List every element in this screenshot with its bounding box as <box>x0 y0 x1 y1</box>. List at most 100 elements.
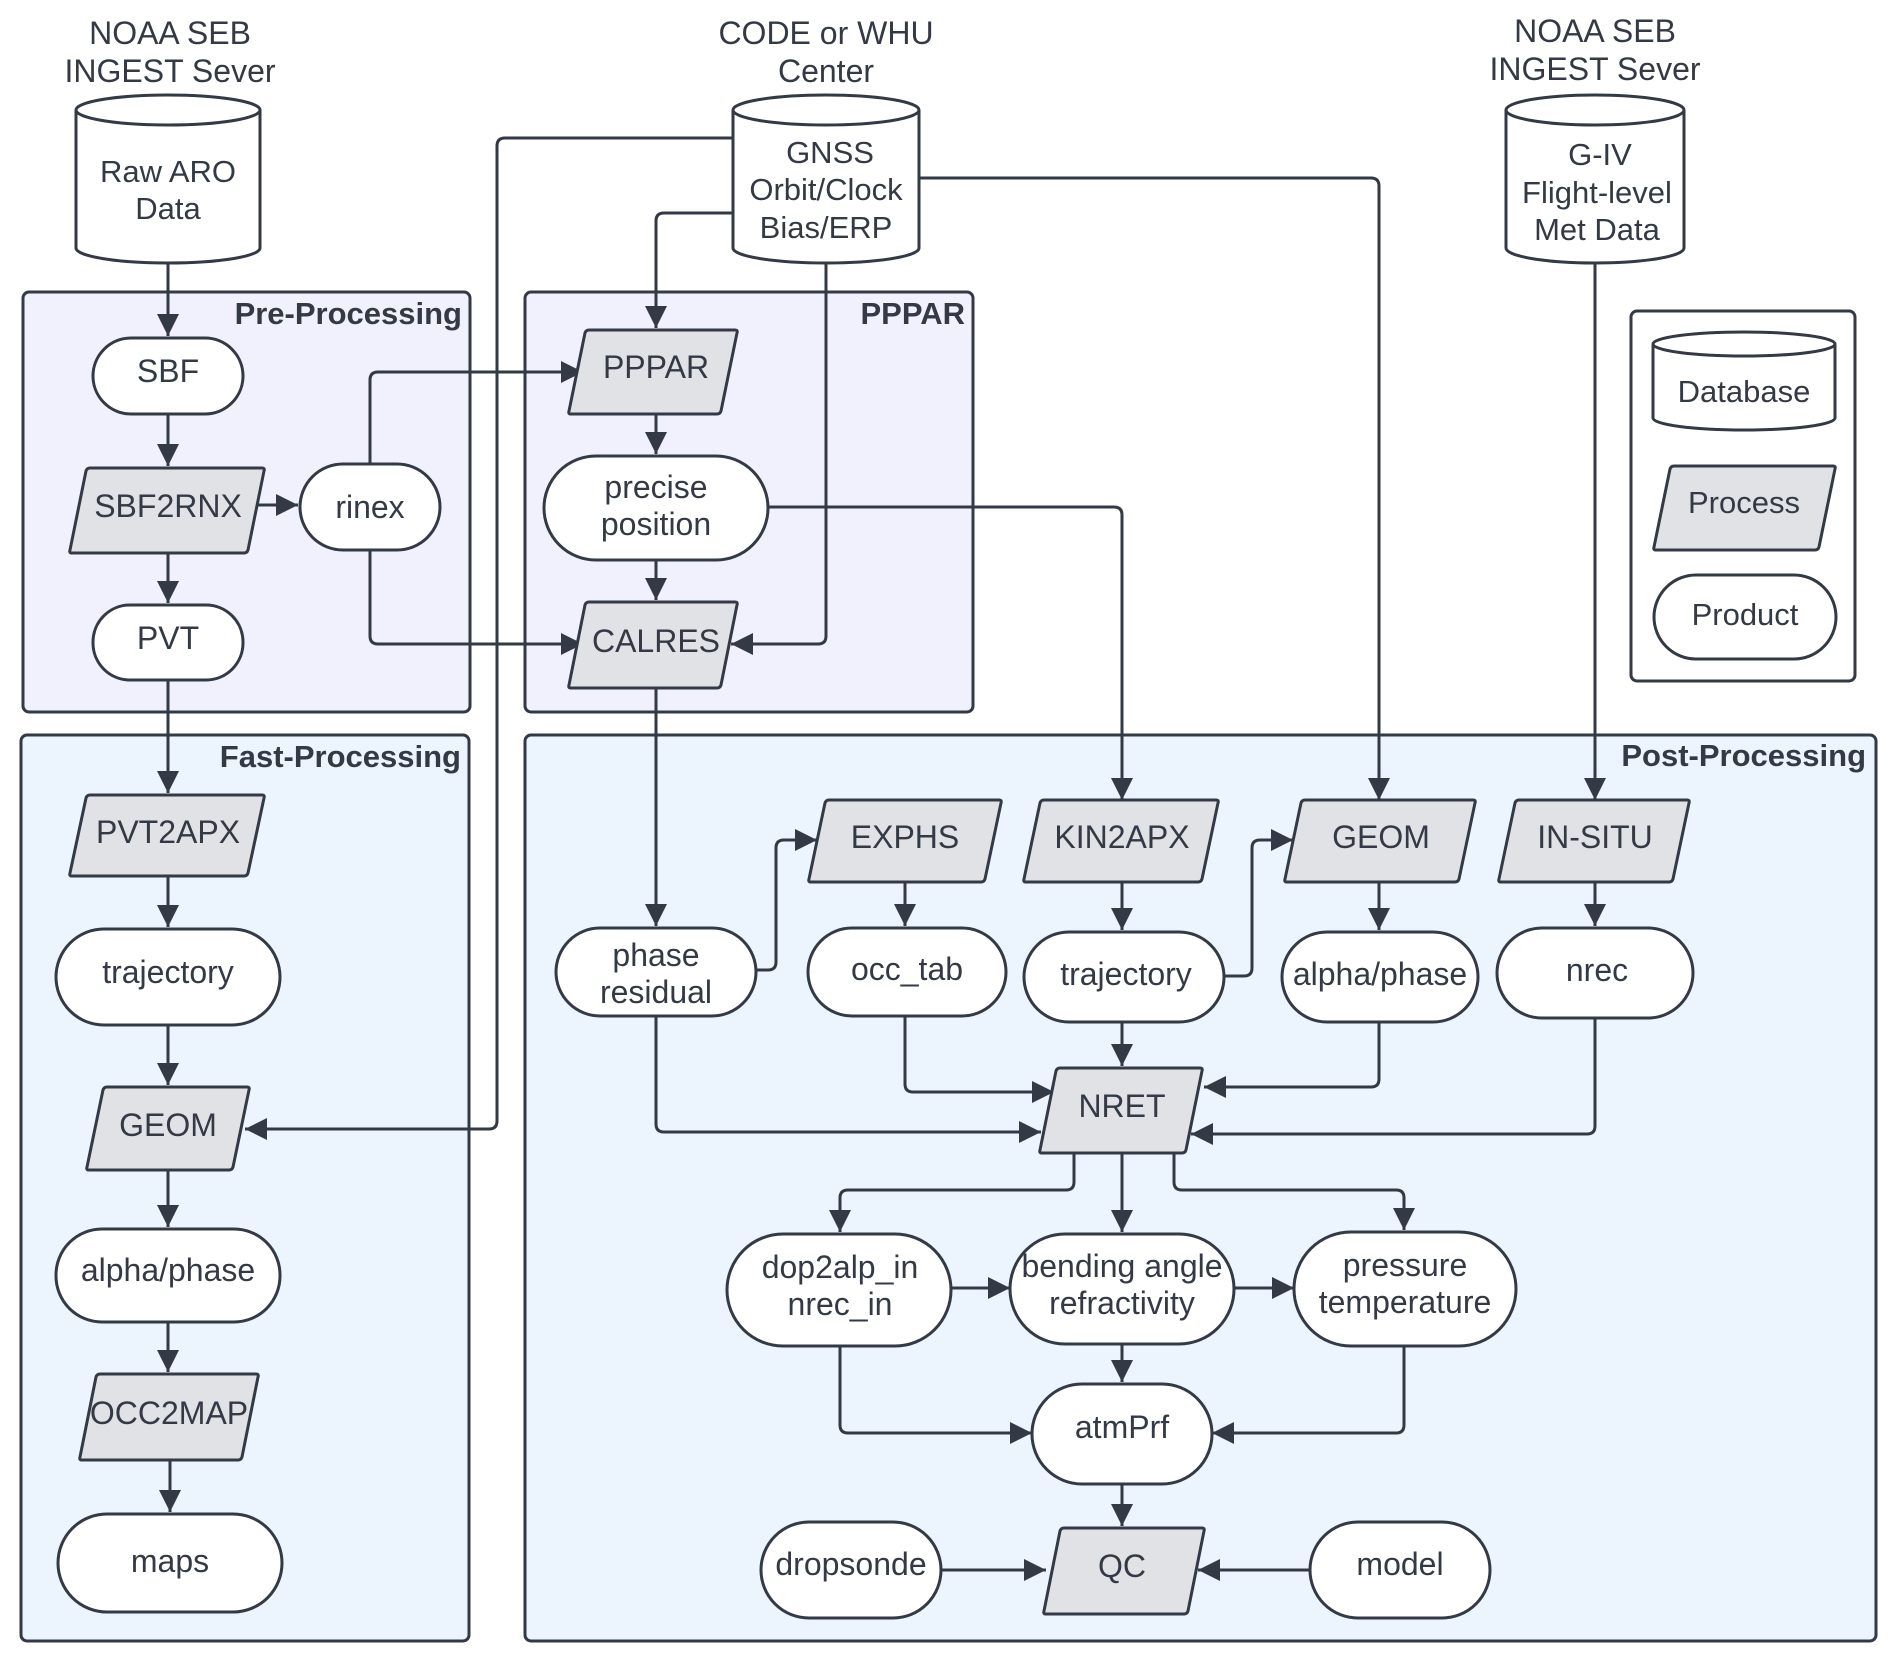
svg-text:SBF2RNX: SBF2RNX <box>94 488 242 524</box>
svg-text:Raw ARO: Raw ARO <box>100 154 236 189</box>
product-atmprf: atmPrf <box>1030 1382 1214 1486</box>
svg-text:Met Data: Met Data <box>1534 212 1661 247</box>
product-alpha-phase-fast: alpha/phase <box>54 1227 282 1324</box>
group-title-fast-processing: Fast-Processing <box>220 739 461 774</box>
svg-text:trajectory: trajectory <box>1060 956 1192 992</box>
svg-text:GNSS: GNSS <box>786 135 874 170</box>
edge-gnss-to-pppar <box>645 211 733 328</box>
svg-text:trajectory: trajectory <box>102 954 234 990</box>
svg-text:Bias/ERP: Bias/ERP <box>760 210 893 245</box>
svg-text:Product: Product <box>1692 597 1799 632</box>
svg-text:phase: phase <box>612 937 699 973</box>
svg-text:EXPHS: EXPHS <box>851 819 959 855</box>
svg-text:QC: QC <box>1098 1548 1146 1584</box>
svg-text:refractivity: refractivity <box>1049 1285 1195 1321</box>
svg-text:PPPAR: PPPAR <box>603 349 709 385</box>
svg-text:PVT: PVT <box>137 620 199 656</box>
svg-text:nrec_in: nrec_in <box>788 1286 893 1322</box>
product-model: model <box>1308 1520 1492 1620</box>
edges <box>157 136 1606 1581</box>
edge-phase-residual-to-exphs <box>754 829 817 972</box>
product-alpha-phase-post: alpha/phase <box>1280 930 1480 1024</box>
edge-alpha-post-to-nret <box>1204 1022 1381 1098</box>
product-trajectory-post: trajectory <box>1022 930 1226 1024</box>
db-giv-flight-level: G-IV Flight-level Met Data <box>1504 93 1686 265</box>
edge-occtab-to-nret <box>903 1016 1054 1103</box>
svg-text:OCC2MAP: OCC2MAP <box>90 1395 248 1431</box>
product-precise-position: precise position <box>542 454 770 562</box>
svg-text:GEOM: GEOM <box>1332 819 1430 855</box>
db-raw-aro-data: Raw ARO Data <box>74 93 262 265</box>
product-rinex: rinex <box>298 462 442 552</box>
group-title-post-processing: Post-Processing <box>1621 738 1866 773</box>
product-pressure-temperature: pressure temperature <box>1292 1230 1518 1348</box>
legend-process: Process <box>1652 464 1837 552</box>
svg-text:occ_tab: occ_tab <box>851 951 963 987</box>
product-nrec: nrec <box>1495 926 1695 1020</box>
process-pppar: PPPAR <box>567 328 739 416</box>
svg-text:precise: precise <box>604 469 707 505</box>
product-pvt: PVT <box>91 603 245 682</box>
svg-text:Data: Data <box>135 191 201 226</box>
edge-precise-to-kin2apx <box>766 505 1133 800</box>
process-exphs: EXPHS <box>807 798 1003 884</box>
edge-gnss-to-fast-geom <box>245 136 733 1140</box>
svg-text:Flight-level: Flight-level <box>1522 175 1672 210</box>
svg-text:nrec: nrec <box>1566 952 1628 988</box>
product-occ-tab: occ_tab <box>806 926 1008 1018</box>
svg-text:INGEST Sever: INGEST Sever <box>1489 51 1700 87</box>
svg-text:alpha/phase: alpha/phase <box>81 1252 255 1288</box>
source-label-code-whu: CODE or WHU Center <box>718 15 933 89</box>
group-title-pre-processing: Pre-Processing <box>235 296 462 331</box>
legend-product: Product <box>1652 573 1838 661</box>
svg-text:GEOM: GEOM <box>119 1107 217 1143</box>
svg-text:PVT2APX: PVT2APX <box>96 814 240 850</box>
edge-phase-residual-to-nret <box>654 1016 1041 1143</box>
svg-text:NOAA SEB: NOAA SEB <box>89 15 251 51</box>
db-gnss-orbit-clock: GNSS Orbit/Clock Bias/ERP <box>731 93 921 265</box>
svg-text:G-IV: G-IV <box>1568 137 1632 172</box>
process-in-situ: IN-SITU <box>1497 798 1691 884</box>
group-title-pppar: PPPAR <box>860 296 965 331</box>
edge-pressure-to-atmprf <box>1212 1346 1406 1444</box>
product-dropsonde: dropsonde <box>759 1520 943 1620</box>
edge-gnss-to-calres <box>731 262 828 655</box>
svg-text:rinex: rinex <box>335 489 404 525</box>
edge-nrec-to-nret <box>1191 1018 1597 1145</box>
svg-text:model: model <box>1356 1546 1443 1582</box>
source-label-noaa-right: NOAA SEB INGEST Sever <box>1489 13 1700 87</box>
product-maps: maps <box>56 1512 284 1614</box>
svg-text:Process: Process <box>1688 485 1800 520</box>
process-kin2apx: KIN2APX <box>1022 798 1220 884</box>
process-geom-post: GEOM <box>1283 798 1477 884</box>
source-label-noaa-left: NOAA SEB INGEST Sever <box>64 15 275 89</box>
svg-text:dropsonde: dropsonde <box>775 1546 926 1582</box>
edge-rinex-to-calres <box>368 550 583 655</box>
edge-dop2alp-to-atmprf <box>838 1346 1032 1444</box>
svg-text:INGEST Sever: INGEST Sever <box>64 53 275 89</box>
edge-gnss-to-post-geom <box>919 176 1390 800</box>
svg-text:Database: Database <box>1678 374 1811 409</box>
svg-text:NRET: NRET <box>1078 1088 1165 1124</box>
process-nret: NRET <box>1038 1066 1204 1155</box>
product-bending-refractivity: bending angle refractivity <box>1008 1232 1236 1346</box>
svg-text:CALRES: CALRES <box>592 623 720 659</box>
svg-text:NOAA SEB: NOAA SEB <box>1514 13 1676 49</box>
process-occ2map: OCC2MAP <box>78 1372 260 1462</box>
svg-text:bending angle: bending angle <box>1021 1248 1222 1284</box>
product-phase-residual: phase residual <box>554 926 758 1018</box>
svg-text:Orbit/Clock: Orbit/Clock <box>749 172 903 207</box>
edge-nret-to-dop2alp <box>829 1153 1076 1232</box>
edge-nret-to-pressure <box>1172 1153 1415 1230</box>
process-qc: QC <box>1042 1526 1206 1616</box>
svg-text:KIN2APX: KIN2APX <box>1054 819 1189 855</box>
svg-text:dop2alp_in: dop2alp_in <box>762 1249 919 1285</box>
process-sbf2rnx: SBF2RNX <box>68 466 266 555</box>
svg-text:CODE or WHU: CODE or WHU <box>718 15 933 51</box>
svg-text:maps: maps <box>131 1543 209 1579</box>
svg-text:pressure: pressure <box>1343 1247 1468 1283</box>
process-calres: CALRES <box>567 600 739 690</box>
process-pvt2apx: PVT2APX <box>68 793 266 878</box>
process-geom-fast: GEOM <box>85 1085 251 1172</box>
